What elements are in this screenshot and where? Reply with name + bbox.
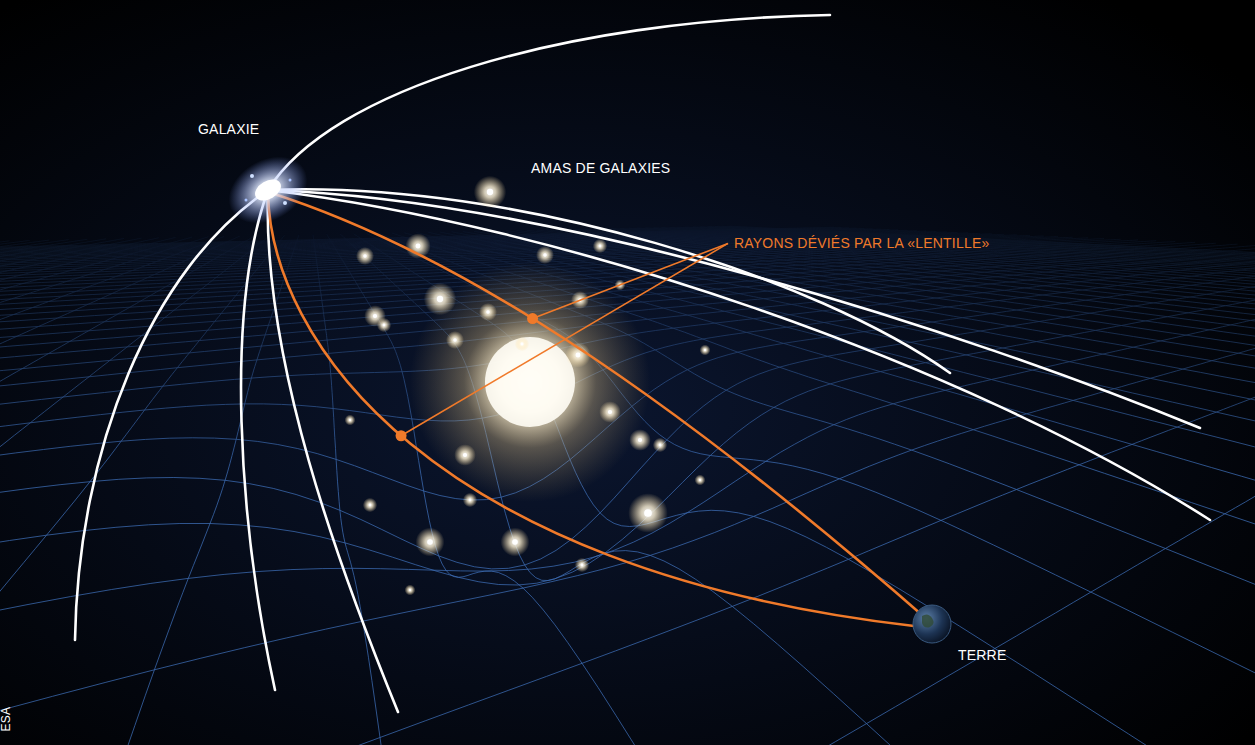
cluster-galaxy-core xyxy=(638,438,642,442)
cluster-galaxy xyxy=(446,331,464,349)
cluster-galaxy-core xyxy=(704,349,706,351)
cluster-galaxy xyxy=(629,429,651,451)
cluster-galaxy-core xyxy=(578,298,582,302)
grid-line xyxy=(637,228,1255,302)
cluster-galaxy xyxy=(599,401,621,423)
light-rays xyxy=(75,15,1210,712)
grid-line xyxy=(722,226,1255,276)
cluster-galaxy xyxy=(454,444,476,466)
cluster-galaxy xyxy=(363,498,377,512)
cluster-galaxy xyxy=(700,345,711,356)
cluster-galaxy-core xyxy=(437,296,443,302)
leader-line xyxy=(533,243,728,318)
cluster-galaxy-core xyxy=(373,314,377,318)
grid-line xyxy=(0,255,1255,606)
callout-dot xyxy=(396,430,407,441)
cluster-galaxy-core xyxy=(608,410,612,414)
callout-dot xyxy=(527,313,538,324)
grid-line xyxy=(367,234,1255,745)
grid-line xyxy=(0,236,270,733)
cluster-galaxy xyxy=(405,585,416,596)
grid-line xyxy=(645,228,1255,299)
grid-line xyxy=(0,228,857,260)
cluster-galaxy-core xyxy=(369,504,372,507)
cluster-galaxy xyxy=(474,176,506,208)
cluster-galaxy xyxy=(628,493,668,533)
grid-line xyxy=(662,228,1255,294)
spacetime-grid xyxy=(0,226,1255,745)
cluster-galaxy xyxy=(536,246,554,264)
grid-line xyxy=(0,257,1255,687)
grid-line xyxy=(693,227,1255,284)
cluster-galaxy-core xyxy=(409,589,411,591)
grid-line xyxy=(654,228,1255,297)
grid-line xyxy=(670,227,1255,290)
cluster-galaxy-core xyxy=(699,479,701,481)
grid-line xyxy=(0,227,841,257)
callout-label: RAYONS DÉVIÉS PAR LA «LENTILLE» xyxy=(734,235,989,252)
grid-line xyxy=(0,258,1255,745)
grid-line xyxy=(700,227,1255,282)
cluster-galaxy-core xyxy=(659,444,662,447)
cluster-galaxy-core xyxy=(463,453,467,457)
cluster-galaxy xyxy=(571,291,589,309)
galaxy-cluster xyxy=(345,176,711,596)
grid-line xyxy=(715,226,1255,278)
cluster-galaxy-core xyxy=(581,564,584,567)
cluster-galaxy-core xyxy=(521,343,524,346)
cluster-galaxy-core xyxy=(363,254,367,258)
cluster-galaxy-core xyxy=(576,353,581,358)
grid-line xyxy=(392,233,1255,674)
cluster-galaxy xyxy=(575,558,589,572)
cluster-galaxy-core xyxy=(487,189,493,195)
cluster-galaxy-core xyxy=(383,324,386,327)
cluster-galaxy xyxy=(463,493,477,507)
cluster-galaxy-core xyxy=(453,338,457,342)
cluster-galaxy-core xyxy=(543,253,547,257)
cluster-galaxy xyxy=(416,528,445,557)
earth xyxy=(913,605,951,643)
grid-line xyxy=(0,260,1255,745)
grid-line xyxy=(729,226,1255,275)
cluster-galaxy-core xyxy=(469,499,472,502)
cluster-galaxy-core xyxy=(619,284,621,286)
lensed-rays xyxy=(268,192,930,626)
cluster-galaxy xyxy=(695,475,706,486)
cluster-galaxy-core xyxy=(416,244,421,249)
grid-line xyxy=(0,228,849,259)
credit-watermark: ESA xyxy=(0,707,14,732)
cluster-galaxy xyxy=(479,303,497,321)
source-galaxy xyxy=(217,143,320,237)
cluster-galaxy xyxy=(424,283,456,315)
object-label: GALAXIE xyxy=(198,121,259,138)
grid-line xyxy=(0,253,1255,569)
cluster-galaxy xyxy=(345,415,356,426)
cluster-galaxy xyxy=(615,280,626,291)
grid-line xyxy=(708,227,1255,280)
object-label: TERRE xyxy=(958,647,1006,664)
grid-line xyxy=(71,262,1255,745)
cluster-galaxy xyxy=(356,247,374,265)
cluster-galaxy-core xyxy=(427,539,433,545)
cluster-galaxy xyxy=(501,528,530,557)
cluster-galaxy xyxy=(515,337,529,351)
object-label: AMAS DE GALAXIES xyxy=(531,160,670,177)
cluster-galaxy-core xyxy=(599,245,602,248)
cluster-galaxy-core xyxy=(349,419,351,421)
cluster-galaxy-core xyxy=(644,509,652,517)
cluster-galaxy-core xyxy=(486,310,490,314)
cluster-galaxy xyxy=(377,318,391,332)
leader-line xyxy=(401,243,728,435)
cluster-galaxy-core xyxy=(512,539,518,545)
cluster-galaxy xyxy=(593,239,607,253)
cluster-galaxy xyxy=(653,438,667,452)
grid-line xyxy=(685,227,1255,286)
